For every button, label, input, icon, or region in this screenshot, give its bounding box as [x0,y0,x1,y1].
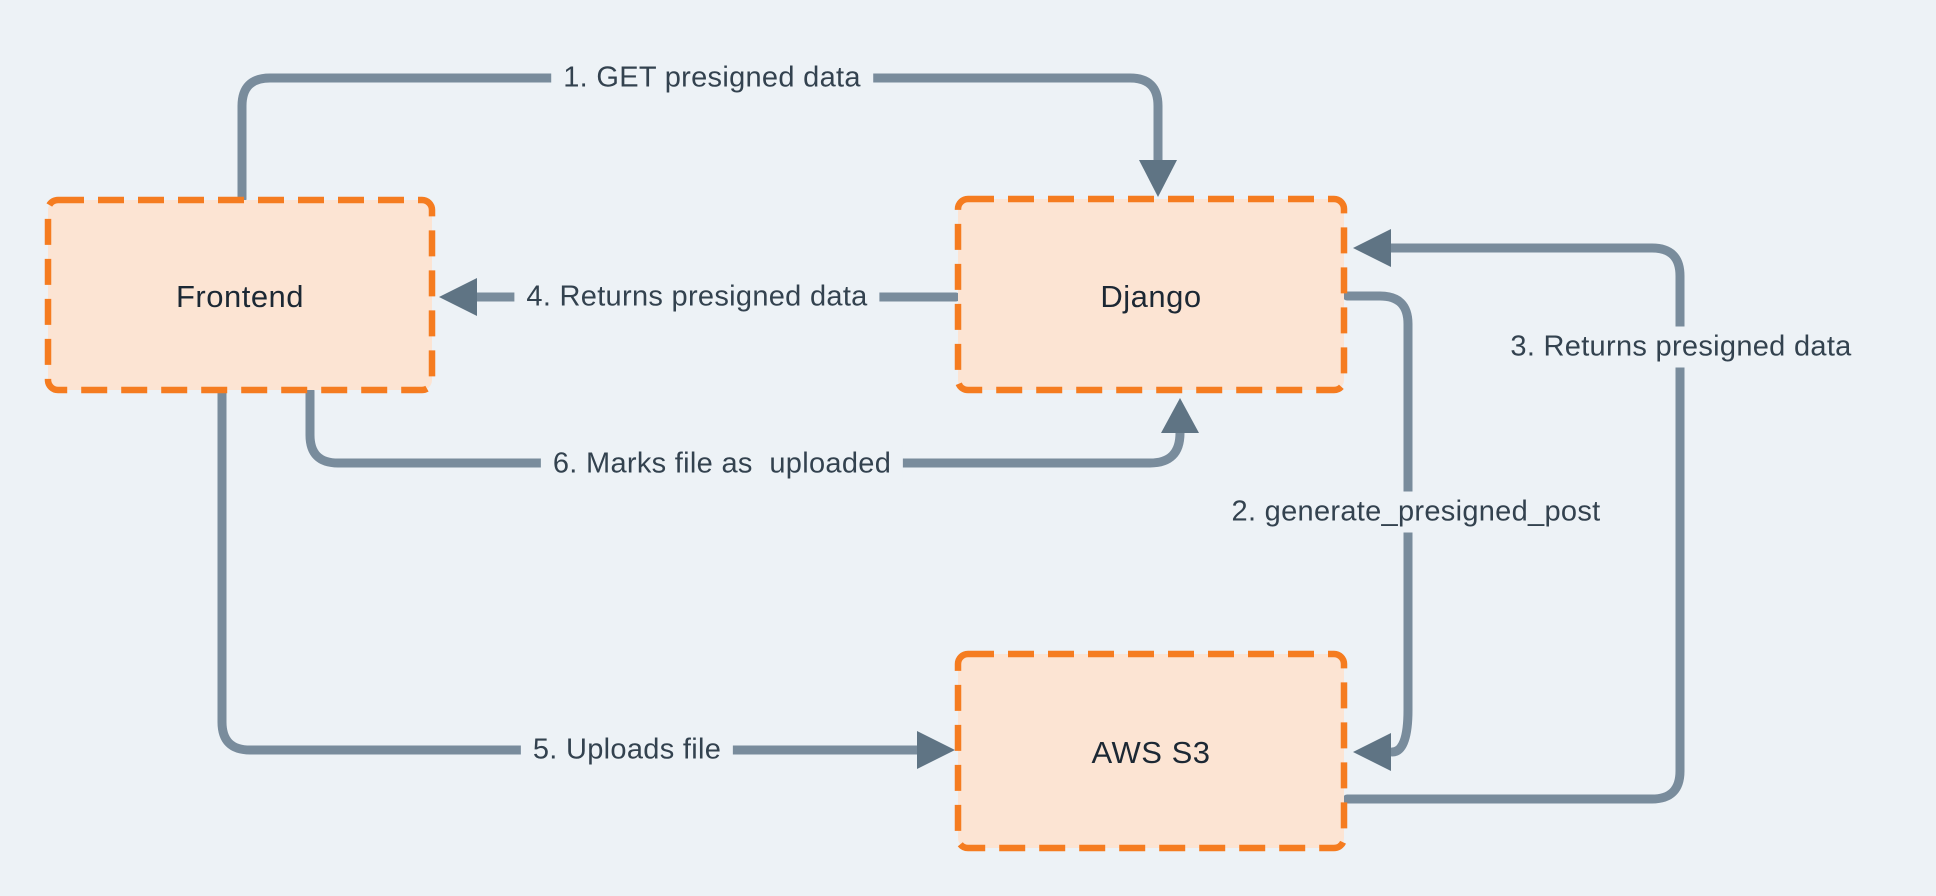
edge-label-uploads-file: 5. Uploads file [520,729,734,771]
edge-generate-presigned-post [1342,291,1413,757]
edge-label-returns-presigned-data-django: 4. Returns presigned data [514,276,880,318]
arrowhead-right-into-s3 [917,731,955,769]
frontend-node-label: Frontend [175,279,305,314]
arrowhead-left-into-django [1353,229,1391,267]
edge-marks-file-uploaded [305,386,1185,468]
edge-returns-presigned-data-to-django [1342,243,1685,804]
arrowhead-left-into-frontend [439,278,477,316]
arrowhead-left-into-s3 [1353,733,1391,771]
frontend-node-box [44,196,436,394]
django-node-label: Django [1100,279,1202,314]
edge-label-get-presigned-data: 1. GET presigned data [551,57,873,99]
edge-label-returns-presigned-data-s3: 3. Returns presigned data [1498,326,1864,368]
django-node-box [954,195,1348,394]
edge-label-marks-file-uploaded: 6. Marks file as uploaded [540,443,904,485]
arrowhead-down-into-django [1139,160,1177,197]
edge-label-generate-presigned-post: 2. generate_presigned_post [1219,491,1613,533]
aws-s3-node-label: AWS S3 [1091,735,1211,770]
aws-s3-node-box [954,650,1348,852]
edge-uploads-file [217,386,922,755]
arrowhead-up-into-django [1161,398,1199,433]
